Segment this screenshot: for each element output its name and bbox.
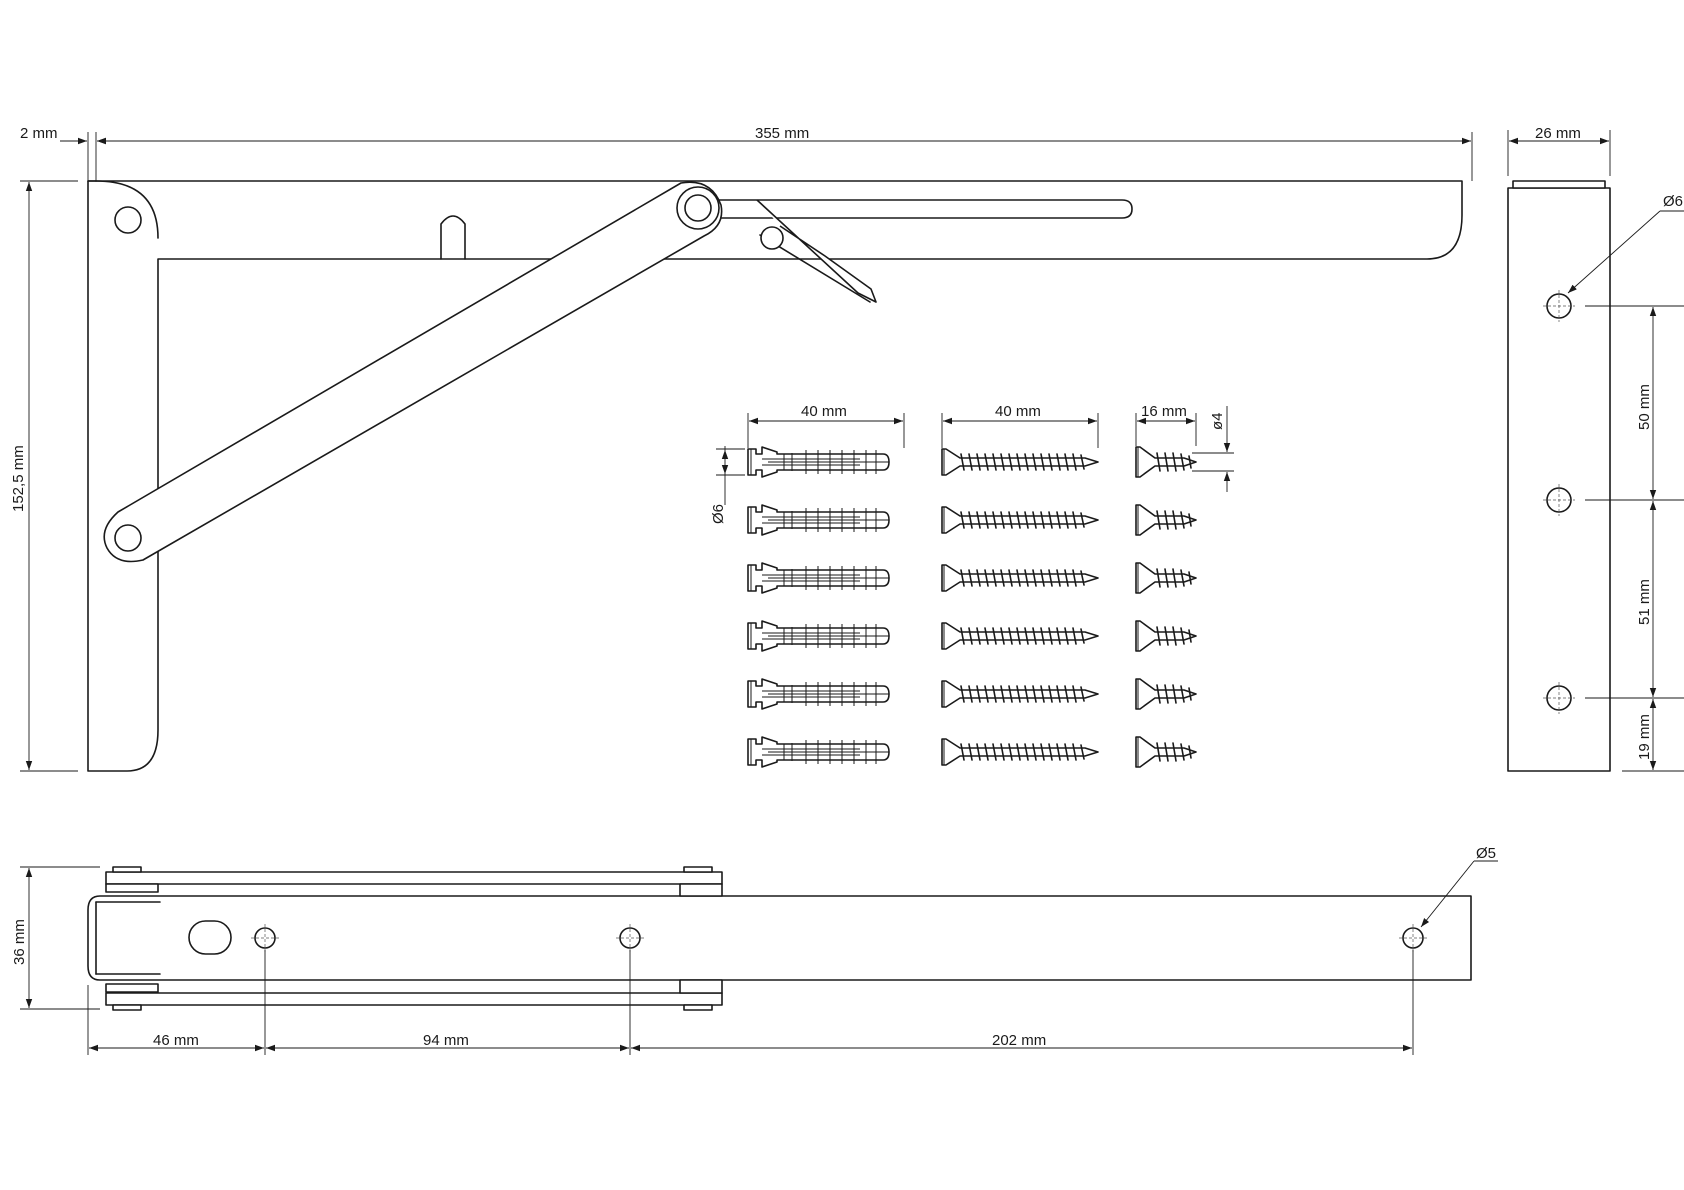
- long-screws: [941, 448, 1099, 766]
- side-spacing-bottom-label: 19 mm: [1636, 714, 1653, 760]
- bottom-hole-diameter-label: Ø5: [1476, 845, 1496, 862]
- side-width-label: 26 mm: [1535, 125, 1581, 142]
- bottom-hole-3: [1399, 924, 1427, 952]
- wall-plug: [747, 446, 890, 478]
- side-hole-middle: [1543, 484, 1575, 516]
- short-screw: [1135, 562, 1197, 594]
- hardware-dimensions: 40 mm Ø6 40 mm 16 mm ø4: [710, 403, 1234, 524]
- strut-bottom-hole: [114, 524, 142, 552]
- wall-plug: [747, 620, 890, 652]
- oval-slot: [188, 920, 232, 955]
- slide-slot: [711, 199, 1133, 219]
- long-screw: [941, 738, 1099, 766]
- plug-diameter-label: Ø6: [710, 504, 727, 524]
- side-hole-bottom: [1543, 682, 1575, 714]
- side-hole-diameter-label: Ø6: [1663, 193, 1683, 210]
- bottom-hole-1: [251, 924, 279, 952]
- bottom-spacing-3-label: 202 mm: [992, 1032, 1046, 1049]
- long-screw-length-label: 40 mm: [995, 403, 1041, 420]
- short-screw-diameter-label: ø4: [1209, 412, 1226, 430]
- wall-plug: [747, 562, 890, 594]
- long-screw: [941, 448, 1099, 476]
- long-screw: [941, 506, 1099, 534]
- short-screw: [1135, 620, 1197, 652]
- side-hole-top: [1543, 290, 1575, 322]
- long-screw: [941, 622, 1099, 650]
- wall-plug: [747, 678, 890, 710]
- bottom-spacing-2-label: 94 mm: [423, 1032, 469, 1049]
- bottom-plate: [87, 895, 1472, 981]
- front-view: [87, 180, 1463, 772]
- long-screw: [941, 680, 1099, 708]
- diagonal-strut: [103, 181, 723, 563]
- short-screw: [1135, 736, 1197, 768]
- overall-length-label: 355 mm: [755, 125, 809, 142]
- wall-plug: [747, 504, 890, 536]
- hardware-set: [747, 446, 1197, 768]
- side-view: [1507, 180, 1611, 772]
- short-screw-length-label: 16 mm: [1141, 403, 1187, 420]
- bottom-hole-2: [616, 924, 644, 952]
- strut-top-hole: [684, 194, 712, 222]
- short-screw: [1135, 504, 1197, 536]
- short-screw: [1135, 678, 1197, 710]
- wall-plug: [747, 736, 890, 768]
- arm-pivot-hole: [114, 206, 142, 234]
- short-screw: [1135, 446, 1197, 478]
- side-plate: [1507, 187, 1611, 772]
- wall-plugs: [747, 446, 890, 768]
- long-screw: [941, 564, 1099, 592]
- bottom-view-dimensions: 36 mm Ø5 46 mm 94 mm 202 mm: [11, 845, 1498, 1055]
- release-lever: [756, 199, 877, 303]
- side-spacing-middle-label: 51 mm: [1636, 579, 1653, 625]
- overall-height-label: 152,5 mm: [10, 445, 27, 512]
- side-view-dimensions: 26 mm Ø6 50 mm 51 mm 19 mm: [1507, 125, 1684, 772]
- plug-length-label: 40 mm: [801, 403, 847, 420]
- bottom-view: [87, 866, 1472, 1011]
- side-spacing-top-label: 50 mm: [1636, 384, 1653, 430]
- top-thickness-label: 2 mm: [20, 125, 58, 142]
- front-view-dimensions: 2 mm 355 mm 152,5 mm: [10, 125, 1473, 772]
- bottom-spacing-1-label: 46 mm: [153, 1032, 199, 1049]
- short-screws: [1135, 446, 1197, 768]
- lever-pin: [760, 226, 784, 250]
- bottom-height-label: 36 mm: [11, 919, 28, 965]
